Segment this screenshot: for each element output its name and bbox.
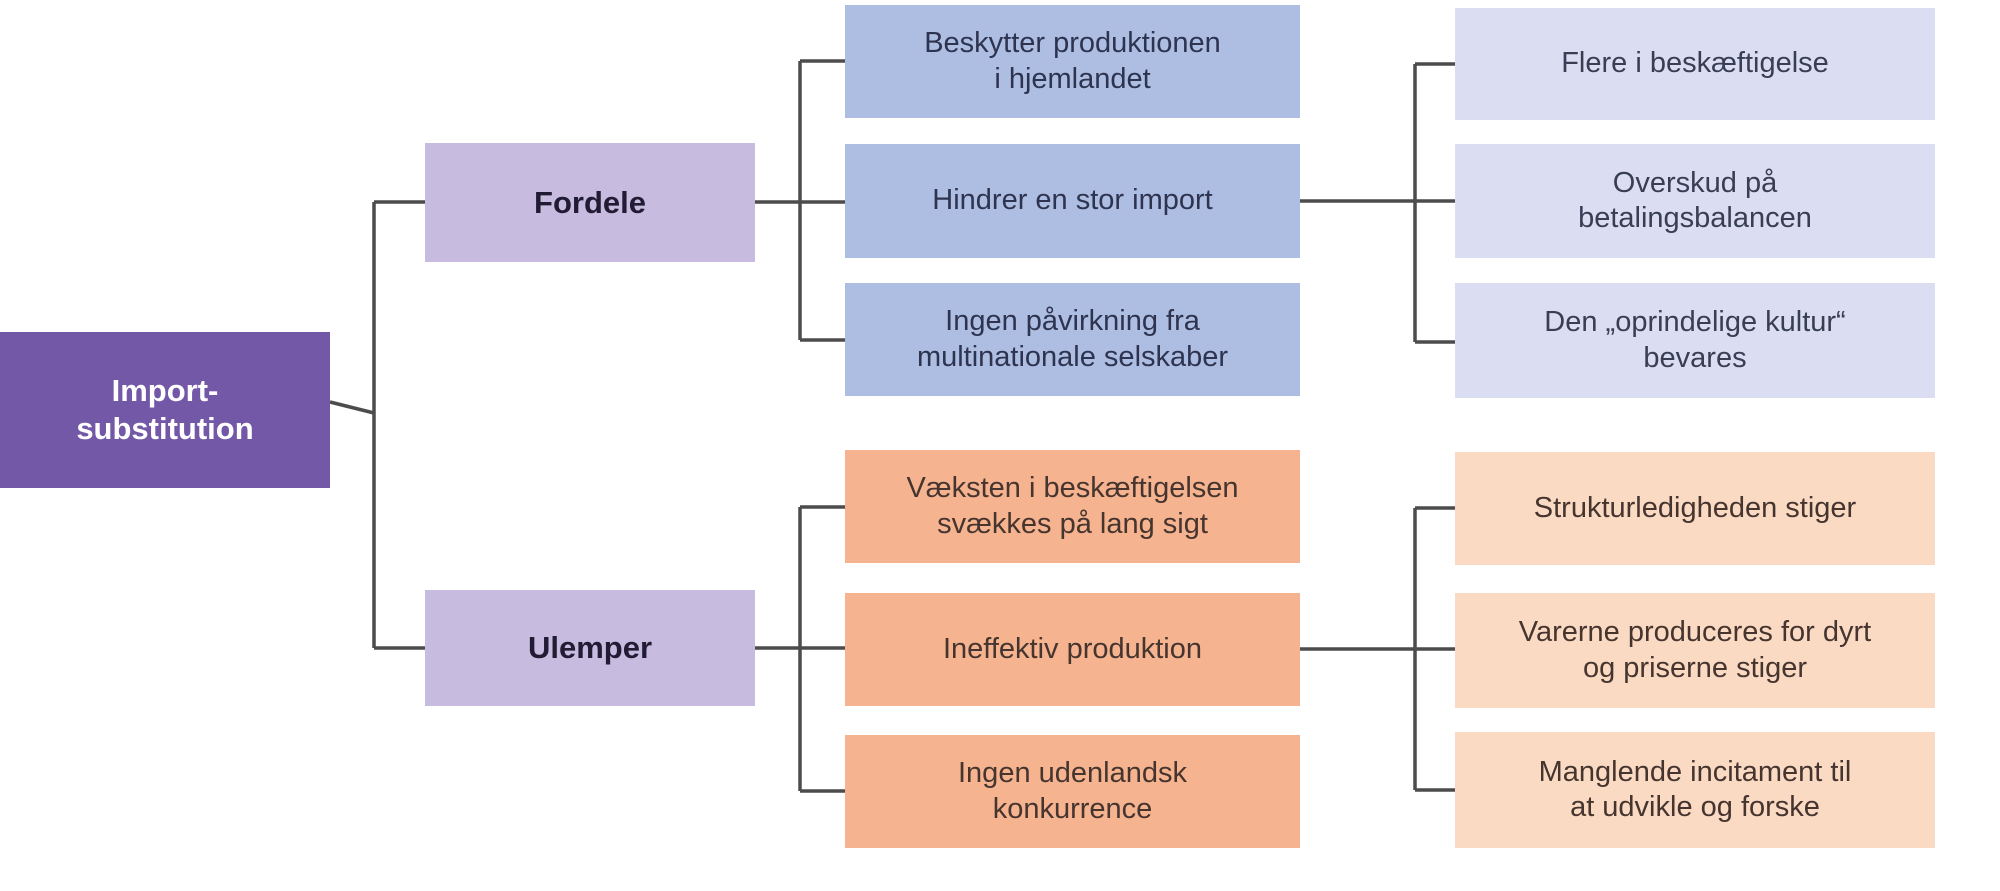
branch-node-ulemper: Ulemper	[425, 590, 755, 706]
advantage-sub-node-1: Flere i beskæftigelse	[1455, 8, 1935, 120]
disadvantage-node-1: Væksten i beskæftigelsen svækkes på lang…	[845, 450, 1300, 563]
root-node-import-substitution: Import- substitution	[0, 332, 330, 488]
connector-root-stub	[329, 400, 375, 415]
advantage-sub-node-3: Den „oprindelige kultur“ bevares	[1455, 283, 1935, 398]
disadvantage-sub-node-3: Manglende incitament til at udvikle og f…	[1455, 732, 1935, 848]
advantage-node-3: Ingen påvirkning fra multinationale sels…	[845, 283, 1300, 396]
branch-node-fordele: Fordele	[425, 143, 755, 262]
advantage-sub-node-2: Overskud på betalingsbalancen	[1455, 144, 1935, 258]
disadvantage-node-2: Ineffektiv produktion	[845, 593, 1300, 706]
disadvantage-sub-node-2: Varerne produceres for dyrt og priserne …	[1455, 593, 1935, 708]
advantage-node-1: Beskytter produktionen i hjemlandet	[845, 5, 1300, 118]
advantage-node-2: Hindrer en stor import	[845, 144, 1300, 258]
disadvantage-node-3: Ingen udenlandsk konkurrence	[845, 735, 1300, 848]
disadvantage-sub-node-1: Strukturledigheden stiger	[1455, 452, 1935, 565]
